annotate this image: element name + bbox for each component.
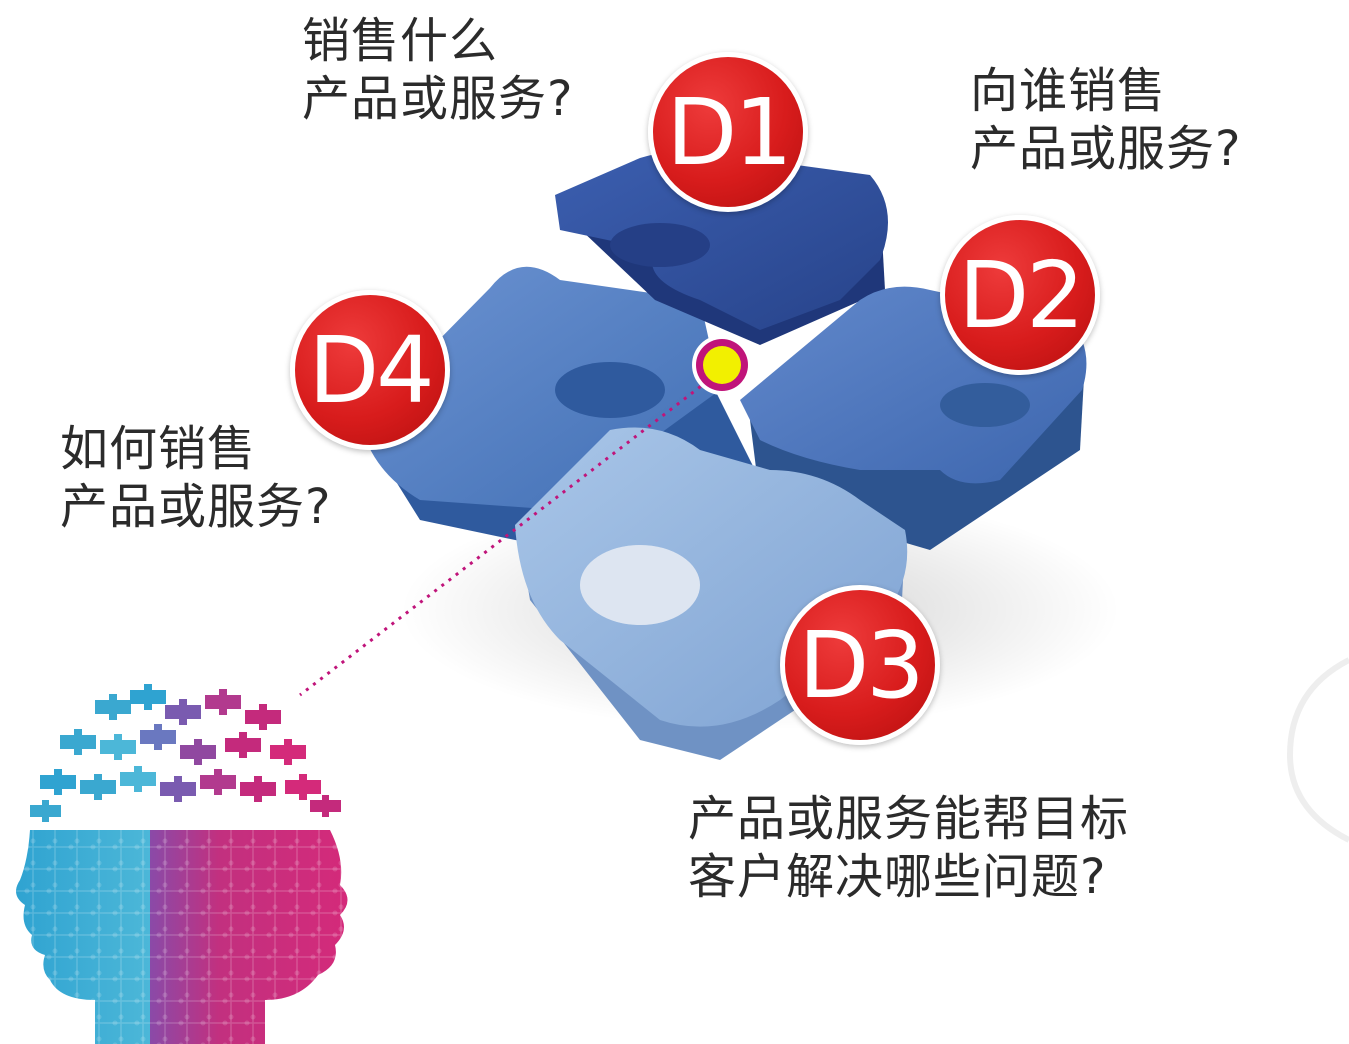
question-d2-line2: 产品或服务?: [970, 121, 1242, 177]
question-d1: 销售什么 产品或服务?: [302, 12, 573, 128]
question-d3: 产品或服务能帮目标 客户解决哪些问题?: [688, 790, 1129, 906]
badge-d4: D4: [290, 290, 450, 450]
badge-d1: D1: [648, 52, 808, 212]
question-d2-line1: 向谁销售: [970, 63, 1167, 119]
question-d4-line1: 如何销售: [60, 421, 257, 477]
puzzle-bits: [30, 684, 341, 822]
head-puzzle-texture: [10, 820, 355, 1044]
question-d3-line2: 客户解决哪些问题?: [688, 849, 1107, 905]
hub-center: [703, 346, 741, 384]
edge-arc: [1286, 657, 1349, 843]
puzzle-head-icon: [10, 684, 355, 1044]
question-d4-line2: 产品或服务?: [60, 479, 332, 535]
question-d2: 向谁销售 产品或服务?: [970, 62, 1241, 178]
hub-connector: [299, 368, 723, 697]
question-d1-line2: 产品或服务?: [302, 71, 574, 127]
question-d4: 如何销售 产品或服务?: [60, 420, 331, 536]
question-d1-line1: 销售什么: [302, 13, 499, 69]
badge-d3: D3: [780, 585, 940, 745]
puzzle-piece-d1: [555, 149, 888, 345]
question-d3-line1: 产品或服务能帮目标: [688, 791, 1130, 847]
badge-d2: D2: [940, 215, 1100, 375]
